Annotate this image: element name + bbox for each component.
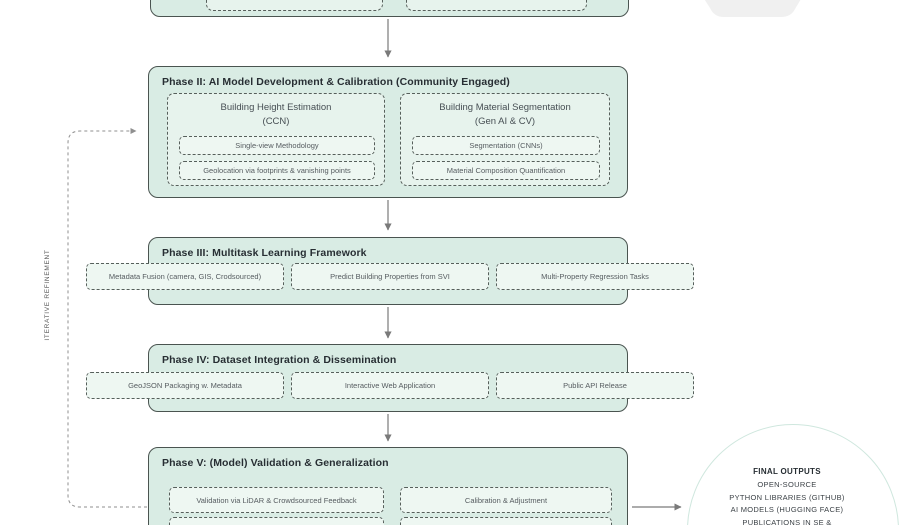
phase3-item: Predict Building Properties from SVI <box>291 263 489 290</box>
phase5-item: Calibration & Adjustment <box>400 487 612 513</box>
final-outputs-line: PYTHON LIBRARIES (GITHUB) <box>729 492 845 502</box>
final-outputs-title: FINAL OUTPUTS <box>753 467 821 476</box>
final-outputs-line: AI MODELS (HUGGING FACE) <box>730 505 844 515</box>
final-outputs-text: FINAL OUTPUTS OPEN-SOURCE PYTHON LIBRARI… <box>687 466 887 525</box>
phase2-col1-title: Building Height Estimation (CCN) <box>220 102 332 127</box>
phase3-item: Multi-Property Regression Tasks <box>496 263 694 290</box>
phase2-col-material-segmentation: Building Material Segmentation (Gen AI &… <box>400 93 610 186</box>
phase1-box-partial <box>150 0 629 17</box>
phase5-item: Validation via LiDAR & Crowdsourced Feed… <box>169 487 384 513</box>
phase2-item: Material Composition Quantification <box>412 161 600 180</box>
phase5-item-partial <box>169 517 384 525</box>
phase5-box: Phase V: (Model) Validation & Generaliza… <box>148 447 628 525</box>
phase3-title: Phase III: Multitask Learning Framework <box>162 247 367 259</box>
phase5-item-partial <box>400 517 612 525</box>
phase2-item: Geolocation via footprints & vanishing p… <box>179 161 375 180</box>
hexagon-bottom <box>704 0 801 17</box>
final-outputs-line: OPEN-SOURCE <box>757 479 817 489</box>
phase2-title: Phase II: AI Model Development & Calibra… <box>162 76 510 88</box>
phase3-item: Metadata Fusion (camera, GIS, Crodsource… <box>86 263 284 290</box>
phase1-item-box <box>406 0 587 11</box>
phase2-col-height-estimation: Building Height Estimation (CCN) Single-… <box>167 93 385 186</box>
phase5-title: Phase V: (Model) Validation & Generaliza… <box>162 457 389 469</box>
iterative-refinement-feedback-path <box>67 128 147 508</box>
phase2-item: Single-view Methodology <box>179 136 375 155</box>
iterative-refinement-label: ITERATIVE REFINEMENT <box>44 249 51 341</box>
final-outputs-line: PUBLICATIONS IN SE & <box>742 518 832 525</box>
phase4-item: Interactive Web Application <box>291 372 489 399</box>
phase2-col2-title: Building Material Segmentation (Gen AI &… <box>439 102 571 127</box>
phase4-item: GeoJSON Packaging w. Metadata <box>86 372 284 399</box>
phase4-item: Public API Release <box>496 372 694 399</box>
phase4-title: Phase IV: Dataset Integration & Dissemin… <box>162 354 397 366</box>
phase2-item: Segmentation (CNNs) <box>412 136 600 155</box>
phase1-item-box <box>206 0 383 11</box>
